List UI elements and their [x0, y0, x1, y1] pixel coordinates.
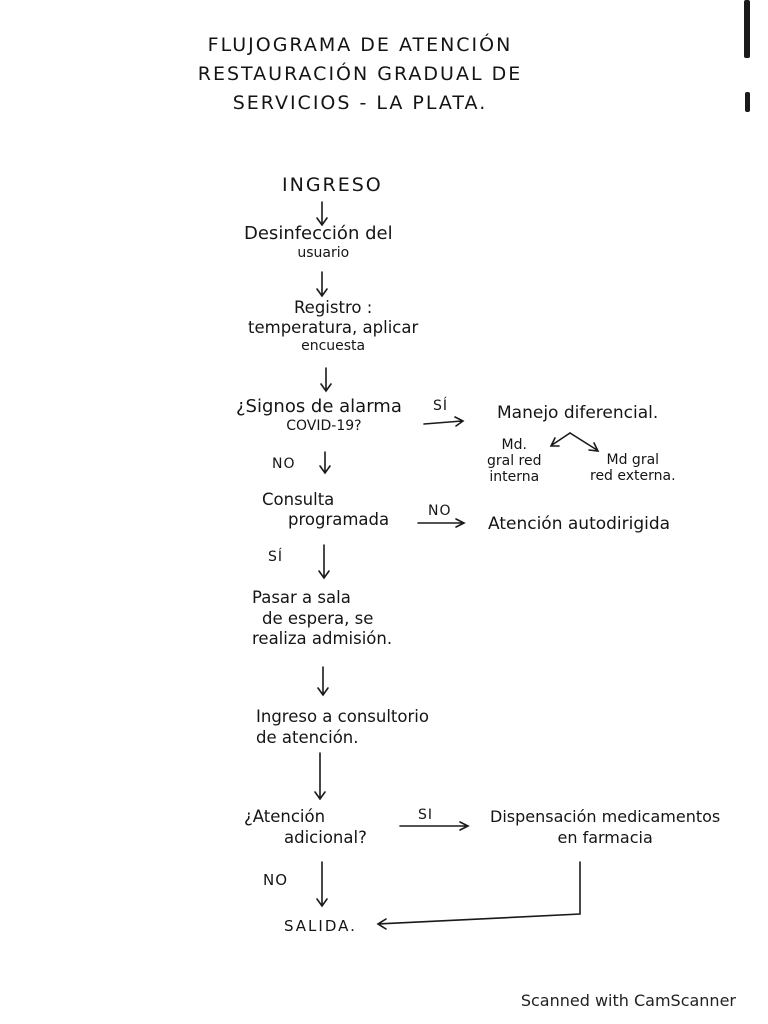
arrow-manejo-externa [569, 432, 600, 452]
label-si-covid: SÍ [433, 398, 449, 414]
arrow-sala-consultorio [317, 666, 329, 697]
node-md-interna-line-3: interna [489, 469, 540, 486]
flowchart-title: FLUJOGRAMA DE ATENCIÓN RESTAURACIÓN GRAD… [180, 36, 540, 113]
arrow-adicional-dispensacion [399, 821, 470, 831]
node-md-externa-line-1: Md gral [606, 452, 660, 468]
node-salida: SALIDA. [284, 917, 357, 935]
node-registro-line-3: encuesta [301, 337, 366, 354]
label-no-adicional: NO [263, 871, 289, 889]
node-dispensacion: Dispensación medicamentos en farmacia [490, 807, 720, 849]
label-no-covid: NO [272, 456, 296, 472]
node-ingreso: INGRESO [282, 174, 383, 197]
node-sala-espera: Pasar a sala de espera, se realiza admis… [252, 588, 392, 650]
node-consultorio: Ingreso a consultorio de atención. [256, 707, 429, 748]
node-desinfeccion-line-2: usuario [297, 244, 350, 261]
node-consultorio-line-2: de atención. [256, 727, 359, 747]
node-adicional-line-2: adicional? [284, 827, 367, 847]
arrow-desinfeccion-registro [316, 271, 328, 298]
label-no-consulta: NO [428, 503, 452, 519]
node-atencion-autodirigida: Atención autodirigida [488, 514, 670, 534]
arrow-consultorio-adicional [314, 752, 326, 801]
arrow-consulta-sala [318, 544, 330, 580]
node-autodirigida-text: Atención autodirigida [488, 514, 671, 534]
arrow-signos-manejo [423, 416, 465, 427]
node-desinfeccion-line-1: Desinfección del [244, 223, 393, 244]
node-consulta-line-2: programada [288, 509, 390, 529]
node-consulta-line-1: Consulta [262, 490, 335, 509]
node-signos-line-2: COVID-19? [286, 417, 362, 434]
node-md-externa-line-2: red externa. [590, 468, 676, 485]
title-line-2: RESTAURACIÓN GRADUAL DE [197, 63, 523, 85]
arrow-dispensacion-salida [376, 861, 581, 930]
node-md-interna-line-1: Md. [501, 437, 527, 453]
node-consultorio-line-1: Ingreso a consultorio [256, 707, 429, 726]
title-line-3: SERVICIOS - LA PLATA. [232, 92, 488, 114]
arrow-registro-signos [320, 367, 332, 393]
scan-edge-mark-top [744, 0, 750, 58]
camscanner-watermark: Scanned with CamScanner [520, 991, 736, 1010]
node-dispensacion-line-2: en farmacia [557, 827, 653, 847]
node-manejo-text: Manejo diferencial. [497, 403, 659, 423]
label-si-consulta: SÍ [268, 549, 284, 565]
node-desinfeccion: Desinfección del usuario [244, 223, 393, 261]
node-consulta: Consulta programada [262, 490, 389, 530]
node-dispensacion-line-1: Dispensación medicamentos [490, 807, 721, 826]
node-manejo-diferencial: Manejo diferencial. [497, 403, 658, 423]
arrow-ingreso-desinfeccion [316, 201, 328, 227]
arrow-adicional-salida [316, 861, 328, 908]
title-line-1: FLUJOGRAMA DE ATENCIÓN [207, 34, 513, 56]
node-registro-line-2: temperatura, aplicar [248, 317, 419, 337]
node-registro: Registro : temperatura, aplicar encuesta [248, 298, 418, 354]
node-md-interna: Md. gral red interna [487, 437, 542, 485]
node-atencion-adicional: ¿Atención adicional? [244, 807, 367, 848]
label-si-adicional: SI [418, 807, 434, 823]
node-sala-line-2: de espera, se [262, 608, 374, 628]
node-md-interna-line-2: gral red [487, 453, 542, 470]
arrow-manejo-interna [549, 432, 571, 447]
node-ingreso-text: INGRESO [282, 174, 383, 196]
node-signos: ¿Signos de alarma COVID-19? [236, 396, 402, 434]
node-sala-line-1: Pasar a sala [252, 588, 351, 607]
arrow-consulta-autodirigida [417, 518, 466, 528]
node-md-externa: Md gral red externa. [590, 452, 676, 484]
node-registro-line-1: Registro : [293, 298, 373, 317]
node-adicional-line-1: ¿Atención [244, 807, 326, 826]
node-salida-text: SALIDA. [284, 917, 357, 935]
arrow-signos-consulta [319, 451, 331, 475]
node-signos-line-1: ¿Signos de alarma [236, 396, 402, 417]
node-sala-line-3: realiza admisión. [252, 629, 393, 649]
scan-edge-mark-bottom [745, 92, 750, 112]
